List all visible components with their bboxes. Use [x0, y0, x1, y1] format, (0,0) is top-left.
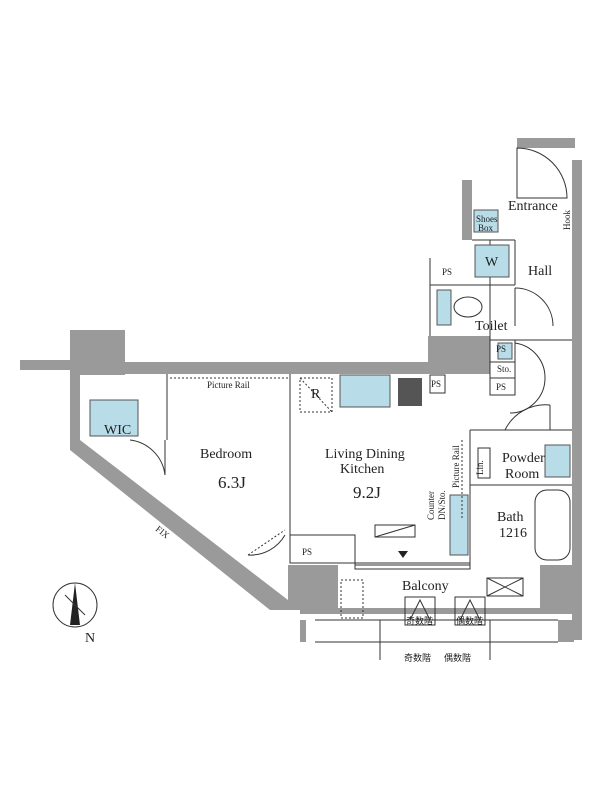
powder-label-1: Powder	[502, 451, 545, 466]
odd-floor-label: 奇数階	[406, 615, 433, 626]
toilet-tank	[436, 289, 452, 326]
shoes-box	[473, 209, 499, 233]
labels: Entrance Hook Shoes Box W Hall PS Toilet…	[85, 199, 572, 663]
ps-low-label: PS	[496, 382, 506, 392]
wall-balcony-left	[300, 620, 306, 642]
toilet-bowl	[453, 296, 483, 318]
wall-balcony-rail-top	[300, 608, 580, 614]
compass	[52, 582, 98, 628]
stove	[398, 378, 422, 406]
wall-entrance-top	[517, 138, 575, 148]
wall-top	[125, 362, 430, 374]
entry-marker	[398, 551, 408, 558]
wall-left-stub	[70, 330, 125, 375]
fridge	[299, 377, 333, 413]
wic-door	[129, 439, 166, 476]
washer	[474, 244, 510, 278]
ps-kitchen-label: PS	[431, 379, 441, 389]
counter-label-1: Counter	[426, 491, 436, 520]
shoes-box-label-2: Box	[478, 223, 494, 233]
fixtures	[89, 209, 571, 561]
wall-bottom-left	[288, 565, 338, 610]
odd-floor-hatch	[404, 596, 436, 626]
partitions	[166, 239, 572, 566]
counter	[449, 494, 469, 556]
kitchen-sink	[339, 374, 391, 408]
bedroom-size: 6.3J	[218, 473, 246, 492]
counter-label-2: DN/Sto.	[437, 490, 447, 520]
balcony-unit	[486, 577, 524, 597]
ldk-label-1: Living Dining	[325, 447, 405, 462]
balcony-ac	[340, 579, 364, 619]
hook-label: Hook	[562, 210, 572, 230]
wall-balcony-right	[558, 620, 574, 642]
balcony-items	[315, 524, 558, 660]
wall-right	[572, 160, 582, 640]
even-floor-hatch	[454, 596, 486, 626]
wic-shelf	[89, 399, 139, 437]
powder-label-2: Room	[505, 467, 539, 482]
ps-mid-label: PS	[496, 344, 506, 354]
washer-label: W	[485, 255, 499, 270]
ps-bottom-label: PS	[302, 547, 312, 557]
wall-entrance-left	[462, 180, 472, 240]
picture-rail-bedroom-label: Picture Rail	[207, 380, 250, 390]
picture-rail-ldk-label: Picture Rail	[451, 445, 461, 488]
bathtub	[534, 489, 571, 561]
odd-floor-legend: 奇数階	[404, 652, 431, 663]
shoes-box-label-1: Shoes	[476, 214, 498, 224]
sto-label: Sto.	[497, 364, 511, 374]
entrance-label: Entrance	[508, 199, 558, 214]
linen-label: Lin.	[475, 460, 485, 475]
hall-door	[514, 287, 554, 327]
wic-label: WIC	[104, 423, 131, 438]
ps-fixture	[497, 342, 513, 360]
ldk-size: 9.2J	[353, 483, 381, 502]
toilet-label: Toilet	[475, 319, 508, 334]
linen	[477, 447, 491, 479]
bath-label-1: Bath	[497, 510, 523, 525]
toilet-door	[514, 342, 546, 379]
bedroom-closet-door	[247, 534, 286, 556]
window-sash	[354, 562, 471, 570]
powder-sink	[544, 444, 571, 478]
even-floor-label: 偶数階	[456, 615, 483, 626]
walls	[20, 138, 582, 642]
counter-slot	[374, 524, 416, 538]
rails	[170, 377, 463, 619]
fridge-label: R	[311, 387, 321, 402]
entrance-door	[516, 147, 568, 199]
wall-bottom-right	[540, 565, 580, 610]
bath-label-2: 1216	[499, 526, 527, 541]
wall-left-ledge	[20, 360, 70, 370]
compass-needle	[70, 583, 80, 625]
compass-north-label: N	[85, 631, 95, 646]
wall-top-right-block	[428, 336, 490, 374]
even-floor-legend: 偶数階	[444, 652, 471, 663]
ps-upper-label: PS	[442, 267, 452, 277]
hall-lower-door	[509, 377, 546, 414]
ldk-label-2: Kitchen	[340, 462, 384, 477]
bedroom-label: Bedroom	[200, 447, 252, 462]
powder-door	[504, 404, 551, 431]
hall-label: Hall	[528, 264, 552, 279]
balcony-label: Balcony	[402, 579, 449, 594]
doors	[129, 147, 568, 556]
